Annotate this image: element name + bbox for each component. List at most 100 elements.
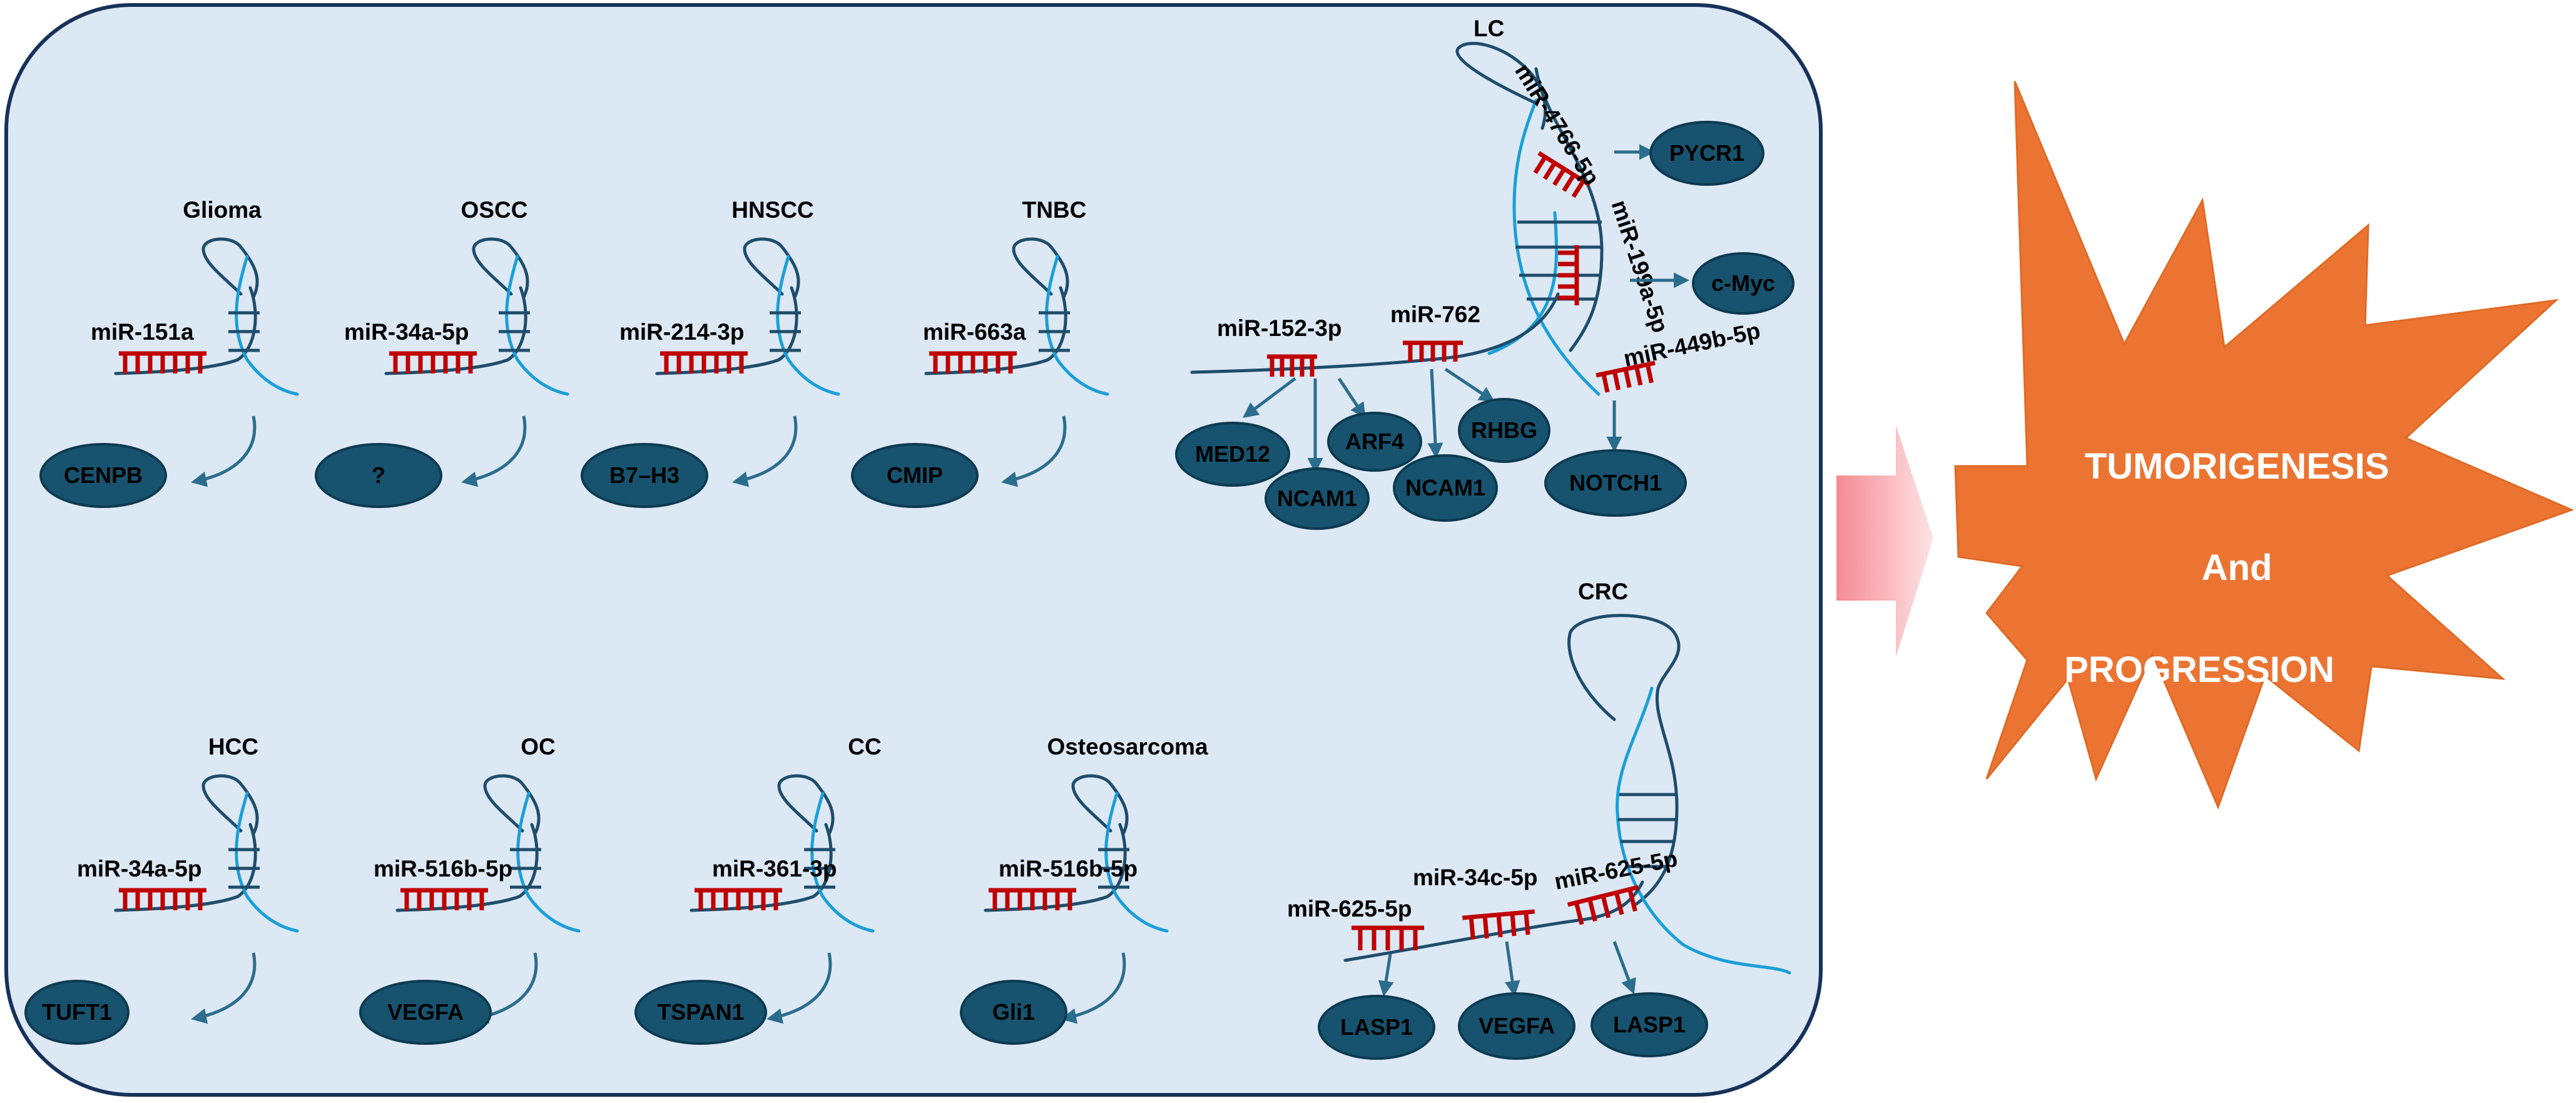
regulation-arrow	[732, 415, 798, 487]
mirna-label: miR-516b-5p	[999, 856, 1138, 882]
outcome-line-1: TUMORIGENESIS	[2085, 446, 2390, 487]
lc-mirna-comb-2	[1403, 340, 1463, 362]
simple-units-group: GliomamiR-151aCENPBOSCCmiR-34a-5p?HNSCCm…	[24, 197, 1208, 1045]
mirna-comb	[400, 888, 488, 910]
unit-oscc: OSCC miR-34a-5p?	[315, 197, 569, 508]
crc-target-label-vegfa: VEGFA	[1479, 1013, 1555, 1039]
cancer-label: OC	[521, 734, 556, 760]
lc-target-pycr1	[1649, 121, 1764, 186]
crc-arrow-vegfa	[1504, 941, 1520, 997]
target-label: Gli1	[992, 999, 1035, 1025]
crc-mirna-comb-3	[1567, 885, 1639, 925]
target-oval	[315, 443, 442, 508]
regulation-arrow	[1061, 952, 1126, 1024]
lc-mirna-comb-3	[1533, 151, 1591, 198]
mirna-comb	[989, 888, 1076, 910]
target-label: VEGFA	[387, 999, 464, 1025]
circrna-dark-strand	[114, 286, 257, 375]
cancer-label: CC	[848, 734, 881, 760]
lc-mirna-comb-1	[1267, 354, 1317, 377]
circrna-light-strand	[776, 255, 840, 396]
circrna-dark-loop	[743, 237, 800, 299]
circrna-light-strand	[235, 255, 299, 396]
lc-target-label-cmyc: c-Myc	[1711, 270, 1775, 296]
lc-light-strand	[1512, 98, 1601, 396]
crc-mirna-label-2: miR-34c-5p	[1413, 865, 1537, 890]
lc-target-label-ncam1-a: NCAM1	[1277, 485, 1357, 511]
crc-target-label-lasp1-b: LASP1	[1613, 1012, 1686, 1037]
regulation-arrow	[191, 415, 257, 487]
target-label: CENPB	[64, 462, 143, 488]
lc-target-label-rhbg: RHBG	[1471, 417, 1537, 443]
crc-arrow-lasp1-a	[1378, 953, 1394, 997]
circrna-dark-loop	[472, 237, 529, 299]
regulation-arrow	[191, 952, 257, 1024]
cancer-label: TNBC	[1022, 197, 1087, 223]
circrna-dark-loop	[777, 774, 835, 836]
target-label: TSPAN1	[657, 999, 744, 1025]
lc-arrow-arf4	[1337, 377, 1366, 419]
lc-mirna-label-2: miR-762	[1390, 302, 1480, 327]
circrna-dark-loop	[201, 237, 259, 299]
mirna-comb	[660, 351, 748, 374]
target-oval	[39, 443, 167, 508]
circrna-dark-strand	[395, 823, 539, 912]
lc-target-label-ncam1-b: NCAM1	[1405, 475, 1485, 501]
cancer-label: Osteosarcoma	[1047, 734, 1208, 760]
mirna-label: miR-151a	[91, 319, 194, 345]
mirna-label: miR-214-3p	[619, 319, 744, 345]
circrna-dark-loop	[201, 774, 259, 836]
circrna-dark-loop	[1012, 237, 1069, 299]
circrna-light-strand	[1104, 791, 1169, 933]
crc-dark-strand-loop	[1567, 614, 1681, 906]
lc-target-label-arf4: ARF4	[1345, 429, 1404, 454]
mirna-label: miR-663a	[923, 319, 1026, 345]
mirna-label: miR-34a-5p	[344, 319, 469, 345]
mirna-comb	[929, 351, 1017, 374]
target-label: TUFT1	[42, 999, 112, 1025]
crc-mirna-comb-1	[1352, 925, 1424, 950]
cancer-label: HNSCC	[731, 197, 814, 223]
lc-mirna-comb-4	[1558, 245, 1579, 305]
crc-target-label-lasp1-a: LASP1	[1340, 1014, 1413, 1040]
circrna-dark-strand	[384, 286, 527, 375]
mirna-comb	[695, 888, 782, 910]
crc-target-lasp1-a	[1318, 995, 1435, 1060]
target-label: B7–H3	[609, 462, 680, 488]
lc-target-arf4	[1327, 412, 1422, 472]
lc-target-label-notch1: NOTCH1	[1569, 470, 1662, 496]
lc-arrow-ncam1-b	[1427, 369, 1443, 459]
crc-mirna-label-1: miR-625-5p	[1287, 896, 1412, 922]
lc-arrow-rhbg	[1444, 367, 1495, 402]
cancer-label: OSCC	[461, 197, 528, 223]
target-oval	[634, 980, 767, 1045]
circrna-dark-strand	[114, 823, 257, 912]
circrna-light-strand	[1045, 255, 1109, 396]
crc-target-vegfa	[1458, 992, 1576, 1060]
mirna-label: miR-34a-5p	[77, 856, 201, 882]
target-oval	[581, 443, 708, 508]
circrna-light-strand	[810, 791, 875, 933]
target-label: ?	[372, 462, 385, 488]
circrna-dark-loop	[483, 774, 541, 836]
circrna-dark-strand	[655, 286, 798, 375]
lc-cancer-label: LC	[1474, 16, 1504, 41]
mirna-label: miR-361-3p	[712, 856, 837, 882]
target-label: CMIP	[887, 462, 943, 488]
crc-arrow-lasp1-b	[1612, 941, 1636, 995]
lc-mirna-comb-5	[1596, 360, 1656, 393]
lc-target-label-med12: MED12	[1195, 441, 1270, 467]
lc-target-notch1	[1544, 449, 1687, 517]
lc-target-ncam1-a	[1265, 467, 1370, 530]
target-oval	[960, 980, 1067, 1045]
outcome-burst	[1954, 81, 2575, 810]
regulation-arrow	[1001, 415, 1067, 487]
mirna-label: miR-516b-5p	[374, 856, 512, 882]
